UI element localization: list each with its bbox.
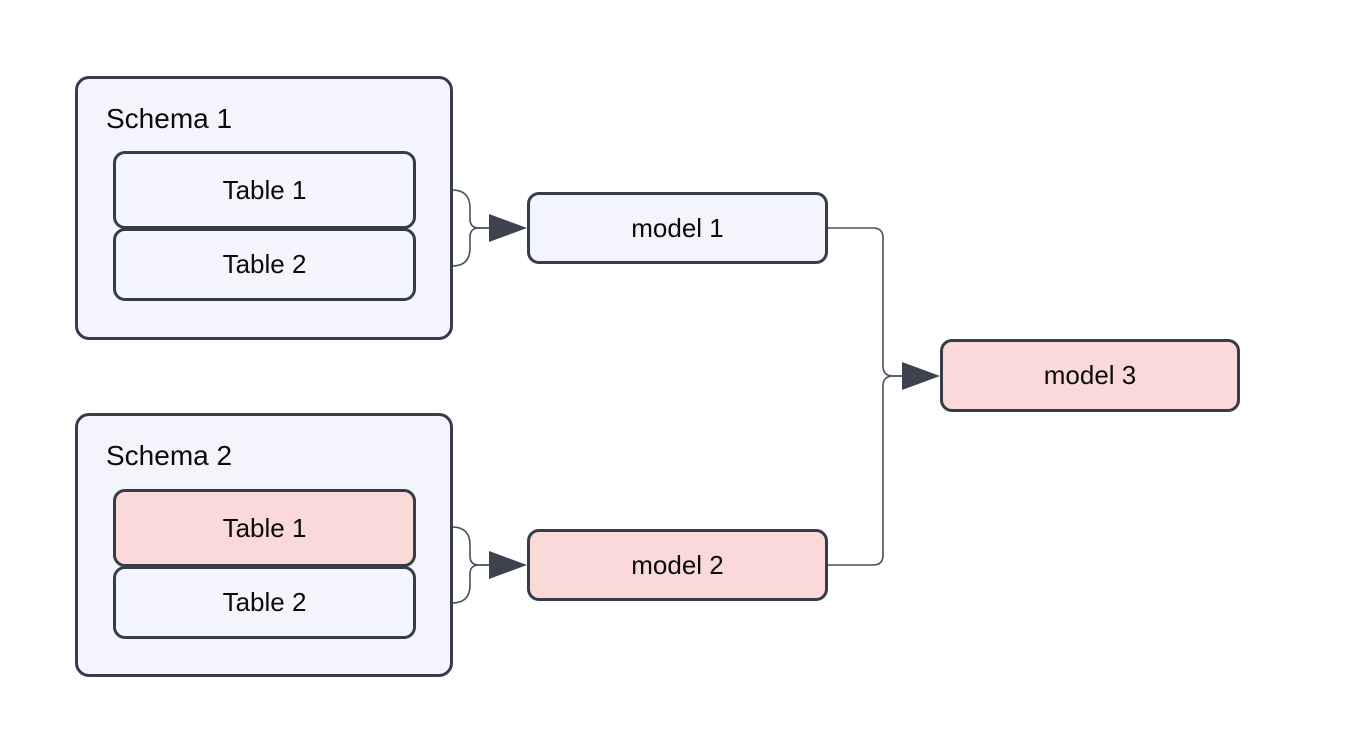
schema-1-table-1-label: Table 1	[222, 174, 307, 205]
model-node-3[interactable]: model 3	[940, 339, 1240, 412]
model-1-label: model 1	[631, 212, 724, 243]
arrowhead-model2	[489, 551, 527, 579]
schema-1-table-2[interactable]: Table 2	[113, 228, 416, 301]
arrowhead-model3	[902, 362, 940, 390]
model-node-2[interactable]: model 2	[527, 529, 828, 601]
schema-2-table-1-label: Table 1	[222, 512, 307, 543]
model-3-label: model 3	[1043, 360, 1137, 390]
edge-model2-to-model3	[828, 375, 917, 566]
schema-2-table-2[interactable]: Table 2	[113, 566, 416, 639]
schema-2-table-2-label: Table 2	[222, 587, 307, 617]
schema-2-title: Schema 2	[106, 440, 233, 471]
edge-model1-to-model3	[828, 227, 917, 377]
schema-1-table-1[interactable]: Table 1	[113, 151, 416, 229]
model-2-label: model 2	[631, 549, 724, 580]
schema-2-table-1[interactable]: Table 1	[113, 489, 416, 567]
model-node-1[interactable]: model 1	[527, 192, 828, 264]
arrowhead-model1	[489, 214, 527, 242]
schema-1-table-2-label: Table 2	[222, 249, 307, 279]
schema-1-title: Schema 1	[106, 103, 233, 134]
